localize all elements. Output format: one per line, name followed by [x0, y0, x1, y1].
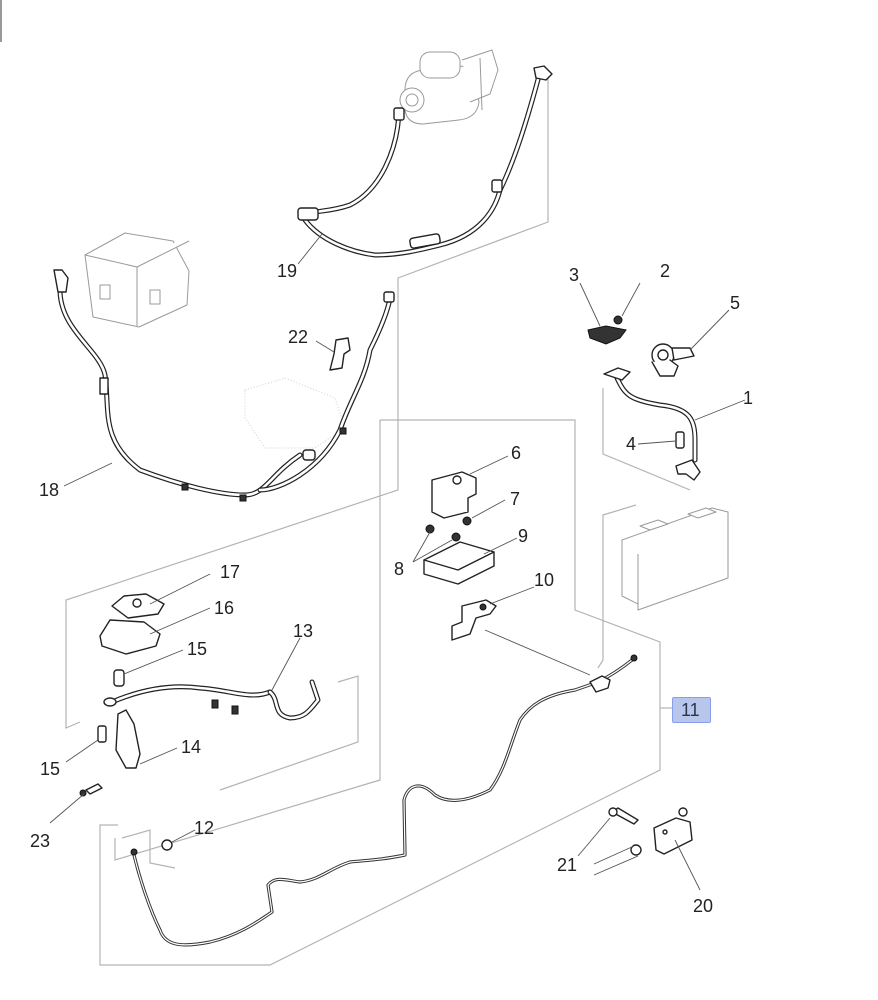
- callout-9[interactable]: 9: [518, 526, 529, 546]
- group-frame-center-left: [114, 420, 381, 861]
- callout-13[interactable]: 13: [293, 621, 314, 641]
- group-frame-center: [99, 419, 661, 966]
- spacer-21[interactable]: [593, 844, 642, 876]
- screw-23[interactable]: [79, 783, 103, 797]
- callout-21[interactable]: 21: [557, 855, 578, 875]
- bracket-20[interactable]: [653, 807, 693, 855]
- nut-12[interactable]: [161, 839, 173, 851]
- callout-22[interactable]: 22: [288, 327, 309, 347]
- shield-14[interactable]: [115, 709, 141, 769]
- nut-8b[interactable]: [451, 532, 461, 542]
- stud-15[interactable]: [113, 669, 125, 687]
- callout-7[interactable]: 7: [510, 489, 521, 509]
- callout-2[interactable]: 2: [660, 261, 671, 281]
- cover-17[interactable]: [111, 593, 165, 619]
- callout-18[interactable]: 18: [39, 480, 60, 500]
- callout-20[interactable]: 20: [693, 896, 714, 916]
- negative-cable-1[interactable]: [603, 367, 701, 481]
- terminal-3[interactable]: [587, 325, 627, 345]
- terminal-block-9[interactable]: [423, 541, 495, 585]
- callout-11[interactable]: 11: [672, 697, 711, 723]
- nut-2[interactable]: [613, 315, 623, 325]
- callout-14[interactable]: 14: [181, 737, 202, 757]
- leader-lines: [49, 233, 746, 891]
- engine-outline: [244, 377, 346, 449]
- harness-11[interactable]: [130, 654, 638, 947]
- sensor-5[interactable]: [651, 343, 695, 377]
- callout-4[interactable]: 4: [626, 434, 637, 454]
- callout-6[interactable]: 6: [511, 443, 522, 463]
- battery: [621, 507, 729, 611]
- callout-10[interactable]: 10: [534, 570, 555, 590]
- terminal-cover-6[interactable]: [431, 471, 477, 519]
- bolt-21[interactable]: [608, 807, 639, 825]
- window-edge-bar: [0, 0, 2, 42]
- group-frame-13: [219, 675, 359, 791]
- group-frame-battery-left: [597, 504, 637, 669]
- group-frame-main: [65, 300, 399, 729]
- nut-7[interactable]: [462, 516, 472, 526]
- group-frame-12: [121, 829, 176, 869]
- callout-17[interactable]: 17: [220, 562, 241, 582]
- callout-5[interactable]: 5: [730, 293, 741, 313]
- ground-cable-18[interactable]: [53, 269, 395, 502]
- callout-8[interactable]: 8: [394, 559, 405, 579]
- callout-16[interactable]: 16: [214, 598, 235, 618]
- callout-12[interactable]: 12: [194, 818, 215, 838]
- positive-cable-19[interactable]: [297, 65, 553, 258]
- starter-motor: [399, 49, 499, 125]
- cover-16[interactable]: [99, 619, 161, 655]
- clip-22[interactable]: [329, 337, 351, 371]
- callout-23[interactable]: 23: [30, 831, 51, 851]
- callout-3[interactable]: 3: [569, 265, 580, 285]
- group-frame-battery: [602, 388, 691, 491]
- callout-19[interactable]: 19: [277, 261, 298, 281]
- callout-1[interactable]: 1: [743, 388, 754, 408]
- bolt-15[interactable]: [97, 725, 107, 743]
- callout-15-upper[interactable]: 15: [187, 639, 208, 659]
- leader-10-11: [484, 629, 591, 676]
- group-frame-19: [397, 70, 549, 300]
- bolt-4[interactable]: [675, 431, 685, 449]
- cable-13[interactable]: [103, 679, 321, 721]
- fuse-box: [84, 232, 190, 328]
- callout-15-lower[interactable]: 15: [40, 759, 61, 779]
- clamp-10[interactable]: [451, 599, 497, 641]
- nut-8a[interactable]: [425, 524, 435, 534]
